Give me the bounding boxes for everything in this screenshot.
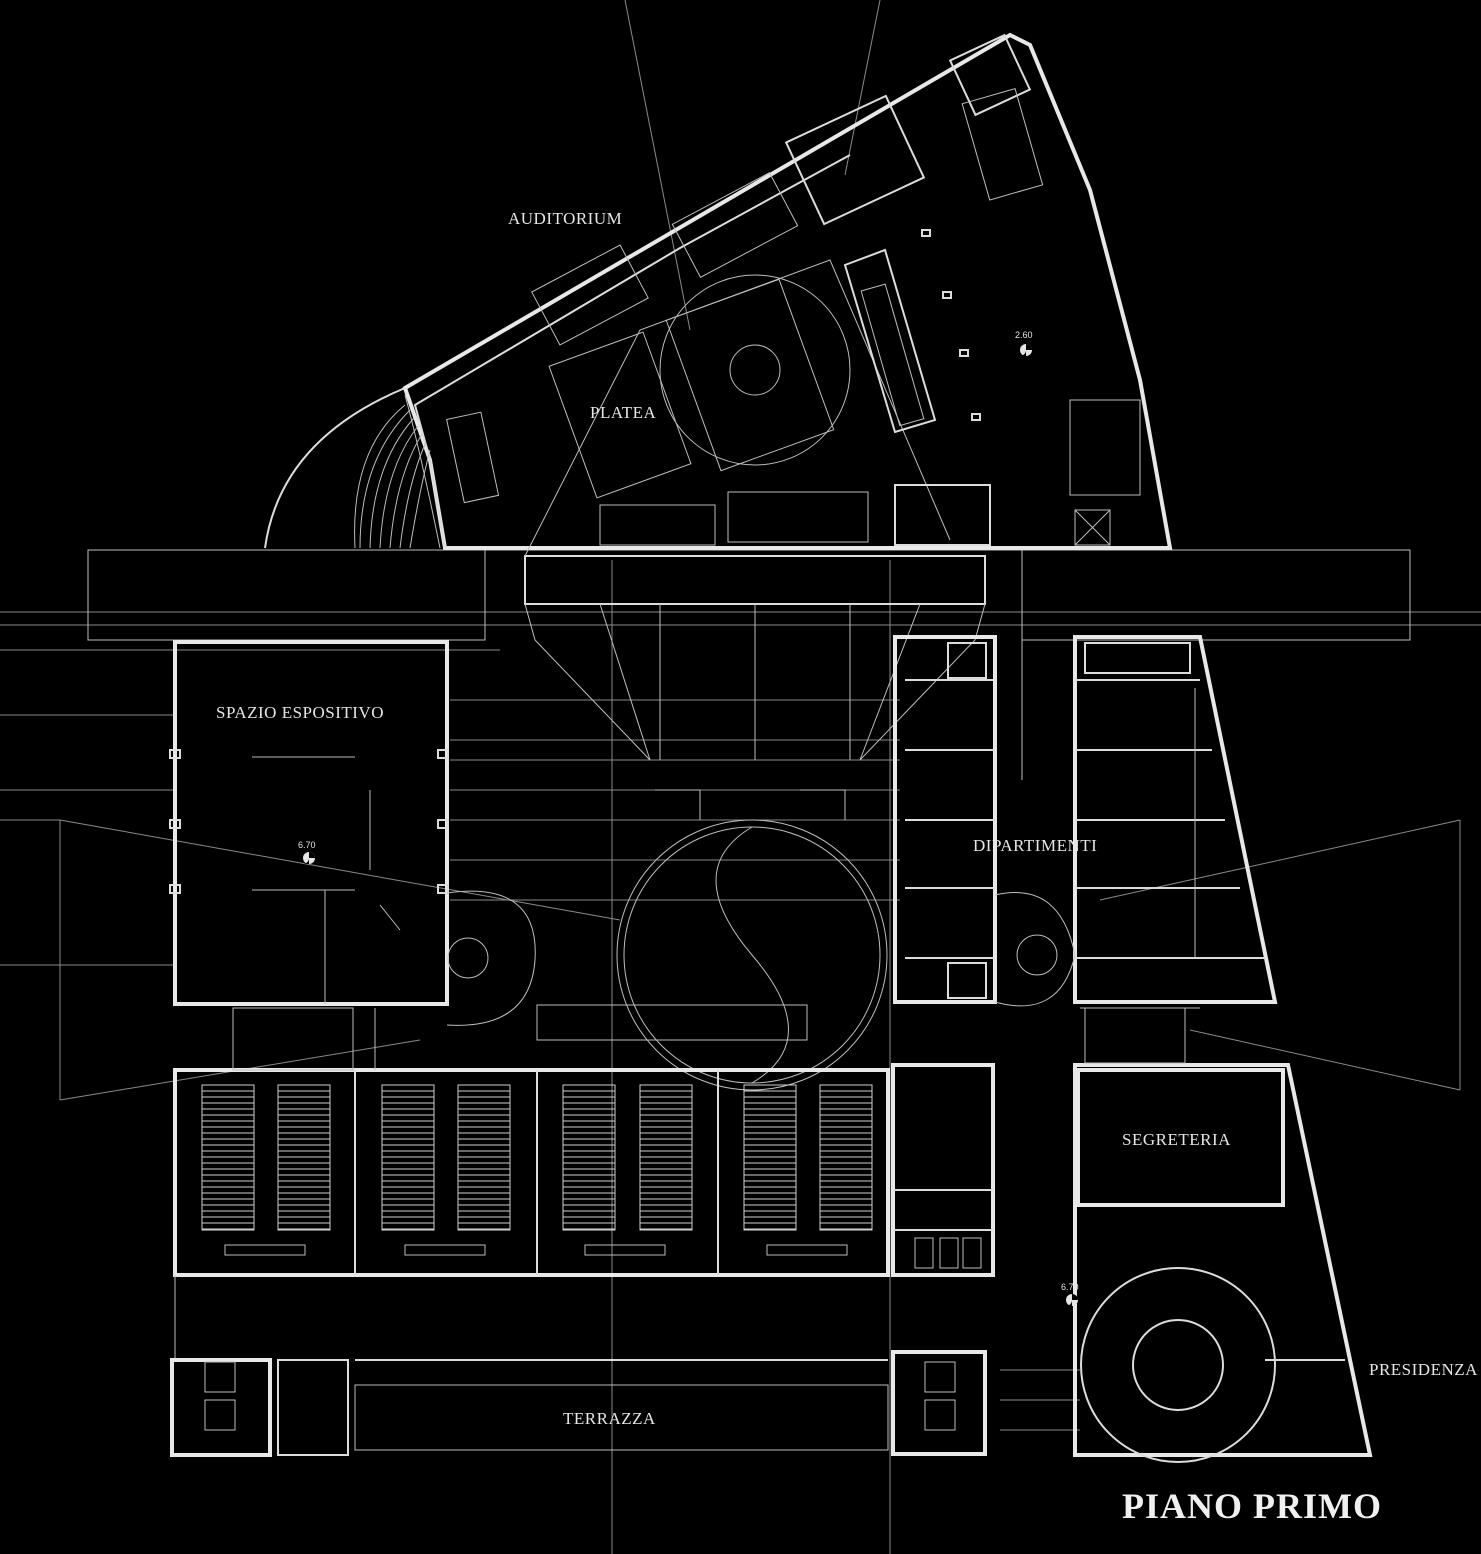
elevation-marker-exhibition: 6.70	[298, 840, 316, 864]
terrace-label: TERRAZZA	[563, 1409, 656, 1428]
bridge-band	[87, 549, 1411, 761]
elevation-label-exhibition: 6.70	[298, 840, 316, 850]
auditorium-label: AUDITORIUM	[508, 209, 622, 228]
presidency-label: PRESIDENZA	[1369, 1360, 1478, 1379]
elevation-marker-admin: 6.70	[1061, 1282, 1079, 1306]
departments-label: DIPARTIMENTI	[973, 836, 1097, 855]
auditorium-block	[264, 32, 1173, 557]
central-services	[891, 1063, 995, 1456]
departments-block	[893, 635, 1278, 1007]
central-atrium	[536, 789, 888, 1091]
elevation-label-admin: 6.70	[1061, 1282, 1079, 1292]
elevation-marker-auditorium: 2.60	[1015, 330, 1033, 356]
secretariat-label: SEGRETERIA	[1122, 1130, 1231, 1149]
desk-hatching	[202, 1090, 872, 1230]
stepped-seating-curve	[359, 409, 431, 549]
classroom-wing	[173, 1007, 890, 1277]
platea-label: PLATEA	[590, 403, 657, 422]
spiral-stair	[1080, 1267, 1276, 1463]
drawing-title: PIANO PRIMO	[1122, 1486, 1382, 1526]
exhibition-space-label: SPAZIO ESPOSITIVO	[216, 703, 384, 722]
exhibition-space-block	[169, 640, 536, 1026]
elevation-label-auditorium: 2.60	[1015, 330, 1033, 340]
platea-seating	[531, 172, 869, 546]
administration-block	[1073, 1007, 1373, 1463]
terrace-block	[170, 1275, 889, 1457]
